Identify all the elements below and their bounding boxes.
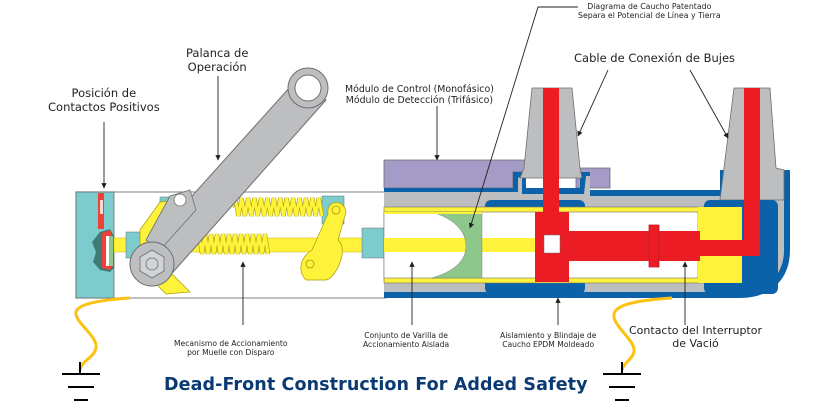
label-line: Posición de [71,86,137,100]
insulated-rod [384,238,544,252]
label-line: Módulo de Control (Monofásico) [345,84,494,95]
operating-lever[interactable] [129,67,329,287]
label-line: Caucho EPDM Moldeado [502,339,595,349]
contact-indicator-highlight [100,200,103,214]
spring-coil [194,233,270,255]
conductor-window [543,234,561,254]
label-line: Mecanismo de Accionamiento [174,339,288,348]
rod-coupler [361,227,387,259]
contact-nose-stripe [106,236,109,266]
conductor-right-vertical [744,88,760,256]
conductor-right-horizontal [700,240,760,256]
label-line: Operación [187,59,247,74]
spring-upper [230,189,325,217]
leader-bushing-left [577,69,609,137]
vacuum-interrupter-rod [569,231,700,261]
label-line: Contacto del Interruptor [629,324,762,337]
leader-bushing-right [689,69,729,139]
label-operating-lever: Palanca de Operación [186,46,249,74]
spring-coil [230,192,324,217]
label-patented-diaphragm: Diagrama de Caucho Patentado Separa el P… [578,2,721,20]
label-control-module: Módulo de Control (Monofásico) Módulo de… [345,84,494,106]
spring-lower [193,233,271,255]
diagram-title: Dead-Front Construction For Added Safety [164,375,588,395]
label-line: de Vació [672,336,719,350]
contact-nose-green [109,236,113,266]
label-spring-mechanism: Mecanismo de Accionamiento por Muelle co… [174,339,288,358]
label-rod-assembly: Conjunto de Varilla de Accionamiento Ais… [363,331,450,350]
ground-wire-left[interactable] [74,296,131,371]
cam-pivot-bottom [305,259,315,269]
label-line: Separa el Potencial de Línea y Tierra [578,11,721,21]
cam-pivot-top [331,205,341,215]
label-line: por Muelle con Disparo [187,347,275,357]
conductor-left-vertical [543,88,559,212]
label-line: Cable de Conexión de Bujes [574,51,736,65]
diaphragm-top-edge [384,212,482,214]
leader-lines [101,6,729,325]
leader-diaphragm [468,6,578,229]
label-positive-contacts: Posición de Contactos Positivos [48,86,160,114]
ground-icon-right [603,362,641,401]
label-line: Contactos Positivos [48,99,160,114]
label-line: Aislamiento y Blindaje de [500,331,597,340]
label-vacuum-contact: Contacto del Interruptor de Vació [629,324,762,351]
label-line: Diagrama de Caucho Patentado [587,2,712,11]
label-epdm-insulation: Aislamiento y Blindaje de Caucho EPDM Mo… [500,331,597,350]
ground-icon-left [62,362,100,401]
label-line: Módulo de Detección (Trifásico) [345,95,494,107]
label-line: Conjunto de Varilla de [364,331,448,340]
label-line: Palanca de [186,46,249,60]
control-module [383,159,528,189]
ground-wire-right[interactable] [612,296,673,371]
vacuum-interrupter-flange [648,224,660,268]
label-line: Accionamiento Aislada [363,339,450,349]
label-bushing-cable: Cable de Conexión de Bujes [574,51,736,66]
